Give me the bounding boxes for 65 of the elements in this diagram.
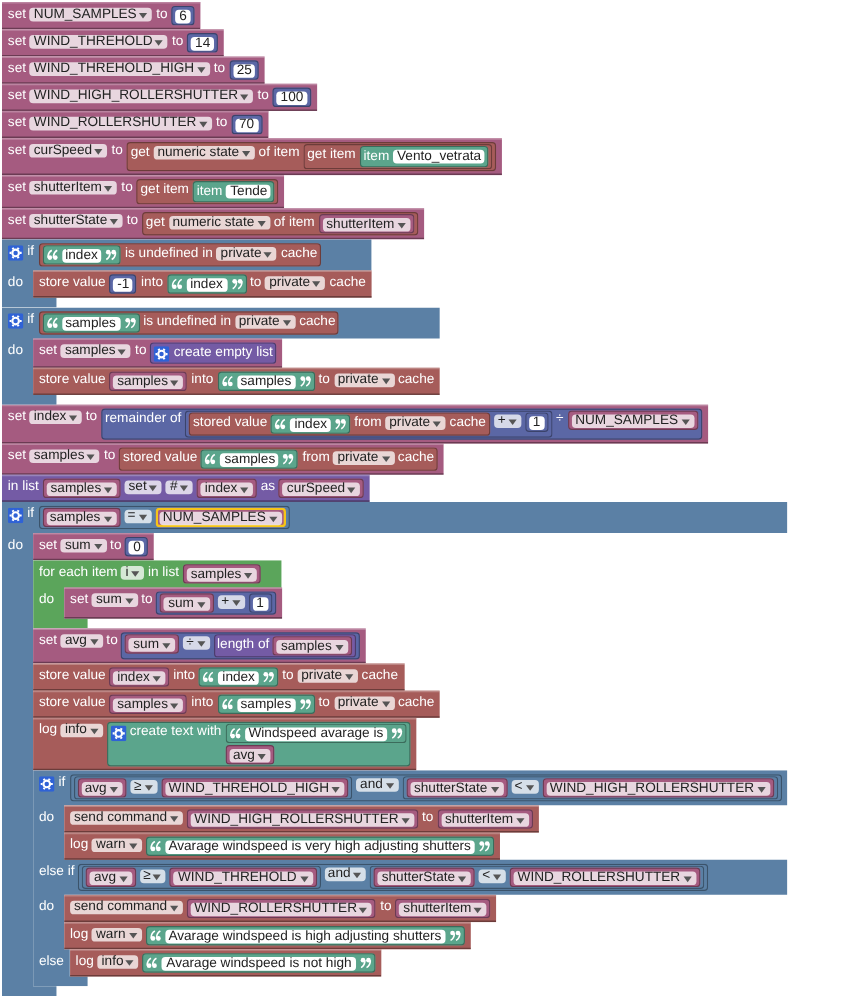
text-block [145, 836, 495, 856]
get-item-block [136, 179, 280, 205]
send-command-block [64, 894, 497, 923]
comparison-block [73, 776, 353, 800]
store-value-block [33, 690, 441, 718]
set-variable-block [2, 83, 317, 111]
stored-value-block [119, 447, 439, 471]
set-variable-block [2, 175, 285, 209]
comparison-block [82, 865, 321, 889]
comparison-block [402, 776, 778, 800]
text-block [41, 245, 122, 265]
set-variable-block [2, 404, 708, 444]
set-variable-block [2, 2, 201, 30]
create-list-block [150, 342, 277, 364]
get-item-block [303, 144, 493, 170]
set-variable-block [2, 29, 224, 57]
set-variable-block [2, 138, 503, 176]
set-variable-block [2, 56, 266, 84]
if-block [2, 307, 441, 405]
if-block [33, 770, 788, 987]
logic-operation-block [78, 863, 708, 891]
set-variable-block [33, 533, 155, 561]
set-variable-block [33, 628, 365, 664]
text-block [199, 667, 279, 687]
text-block [166, 274, 247, 294]
set-variable-block [2, 110, 268, 139]
log-block [64, 922, 471, 950]
loop-block [33, 560, 282, 629]
store-value-block [33, 663, 404, 691]
cache-check-block [38, 311, 340, 335]
set-variable-block [2, 208, 424, 240]
set-variable-block [64, 587, 282, 619]
list-set-block [2, 474, 371, 502]
logic-operation-block [69, 774, 782, 802]
comparison-block [370, 865, 704, 889]
if-block [2, 501, 788, 996]
create-text-block [106, 721, 411, 767]
arithmetic-block [156, 591, 276, 615]
if-block [2, 239, 372, 308]
get-state-block [126, 142, 497, 172]
stored-value-block [189, 412, 490, 436]
store-value-block [33, 270, 372, 298]
text-block [225, 723, 407, 744]
set-variable-block [2, 443, 444, 475]
text-block [41, 313, 140, 333]
text-block [217, 371, 315, 392]
list-length-block [213, 634, 356, 658]
get-state-block [141, 212, 418, 236]
set-variable-block [33, 338, 283, 368]
text-block [271, 414, 351, 434]
store-value-block [33, 367, 441, 395]
log-block [33, 717, 417, 771]
arithmetic-block [185, 410, 553, 438]
text-block [217, 694, 315, 714]
log-block [69, 949, 381, 977]
send-command-block [64, 805, 539, 833]
arithmetic-block [121, 632, 359, 660]
comparison-block [38, 505, 290, 530]
item-block [192, 180, 276, 203]
cache-check-block [38, 243, 322, 267]
text-block [201, 449, 299, 469]
log-block [64, 832, 501, 860]
text-block [143, 953, 375, 973]
text-block [145, 925, 465, 946]
item-block [359, 145, 489, 168]
